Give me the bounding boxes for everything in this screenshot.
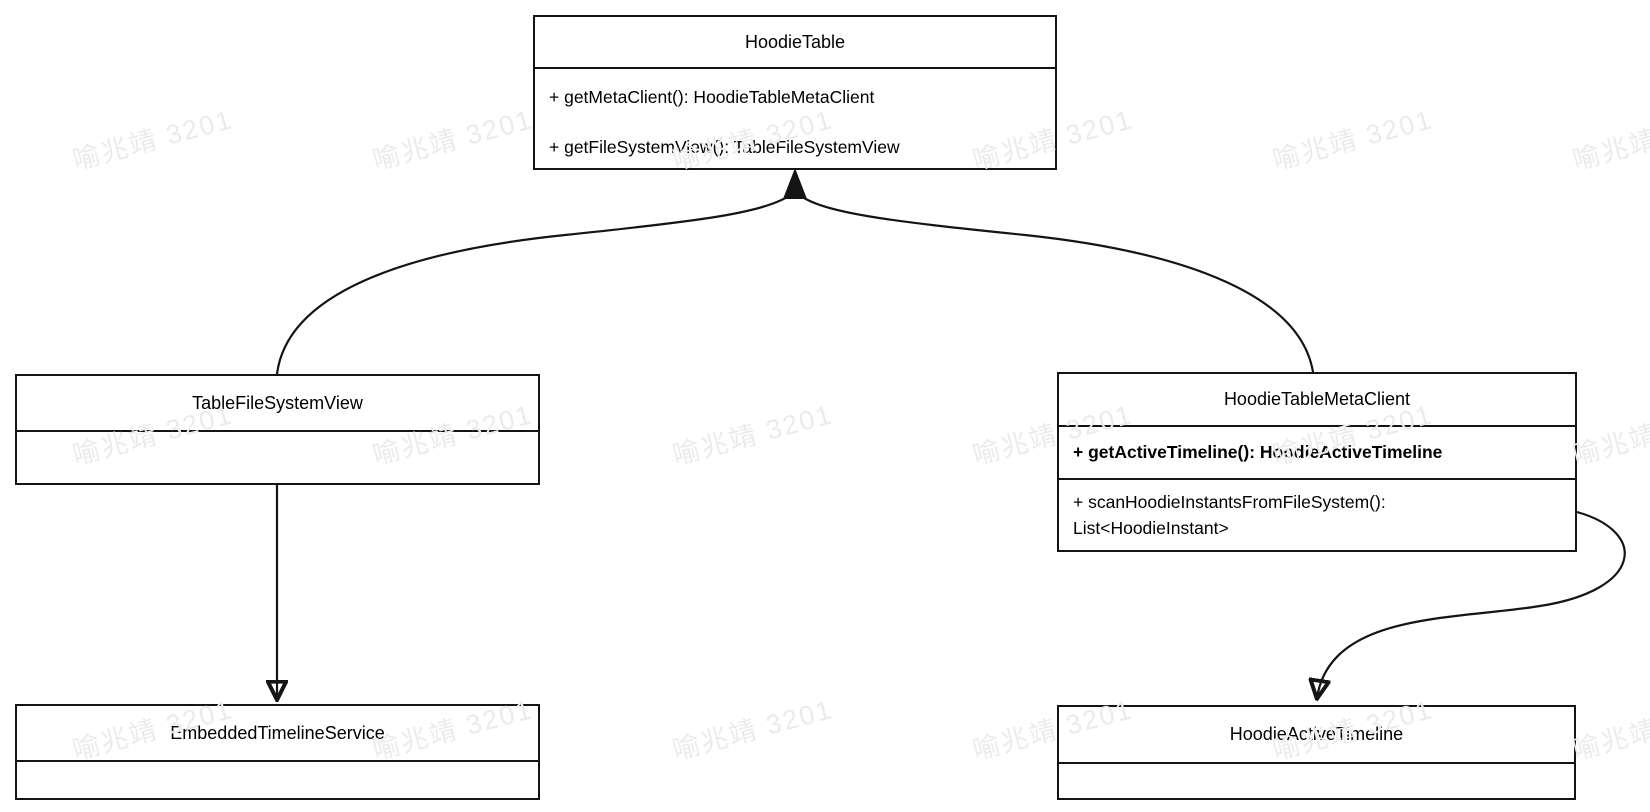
class-box-hoodietable[interactable]: HoodieTable + getMetaClient(): HoodieTab…	[533, 15, 1057, 170]
class-members-tablefilesystemview-empty	[17, 430, 538, 483]
arrowhead-up-hoodietable	[783, 168, 807, 199]
class-title-hoodieactivetimeline: HoodieActiveTimeline	[1229, 724, 1404, 744]
member-getactivetimeline: + getActiveTimeline(): HoodieActiveTimel…	[1059, 425, 1575, 478]
watermark-text: 喻兆靖 3201	[369, 104, 537, 176]
class-box-tablefilesystemview[interactable]: TableFileSystemView	[15, 374, 540, 485]
arrow-tablefilesystemview-to-hoodietable[interactable]	[275, 193, 793, 375]
class-title-embeddedtimelineservice: EmbeddedTimelineService	[170, 722, 385, 743]
class-members-embeddedtimelineservice-empty	[17, 760, 538, 798]
watermark-text: 喻兆靖 3201	[1569, 399, 1650, 471]
class-box-hoodietablemetaclient[interactable]: HoodieTableMetaClient + getActiveTimelin…	[1057, 372, 1577, 552]
watermark-text: 喻兆靖 3201	[669, 399, 837, 471]
class-members-hoodieactivetimeline-empty	[1059, 762, 1574, 798]
class-title-hoodietable: HoodieTable	[744, 31, 846, 52]
class-title-hoodietablemetaclient: HoodieTableMetaClient	[1223, 389, 1411, 409]
watermark-text: 喻兆靖 3201	[69, 104, 237, 176]
watermark-text: 喻兆靖 3201	[1569, 104, 1650, 176]
watermark-text: 喻兆靖 3201	[1569, 694, 1650, 766]
class-box-hoodieactivetimeline[interactable]: HoodieActiveTimeline	[1057, 705, 1576, 800]
arrow-hoodietablemetaclient-to-hoodietable[interactable]	[797, 193, 1315, 373]
member-getmetaclient: + getMetaClient(): HoodieTableMetaClient	[549, 87, 875, 107]
class-box-embeddedtimelineservice[interactable]: EmbeddedTimelineService	[15, 704, 540, 800]
watermark-text: 喻兆靖 3201	[1269, 104, 1437, 176]
watermark-text: 喻兆靖 3201	[669, 694, 837, 766]
member-getfilesystemview: + getFileSystemView(): TableFileSystemVi…	[549, 137, 900, 157]
member-scanhoodieinstants: + scanHoodieInstantsFromFileSystem(): Li…	[1059, 478, 1575, 550]
class-members-hoodietable: + getMetaClient(): HoodieTableMetaClient…	[535, 67, 1055, 168]
class-title-tablefilesystemview: TableFileSystemView	[192, 392, 363, 413]
